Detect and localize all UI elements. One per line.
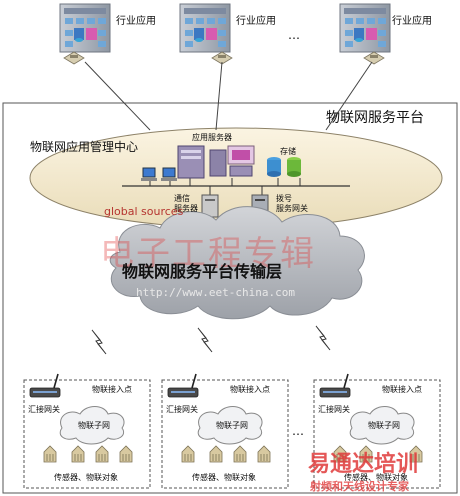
app-server-icon — [177, 145, 255, 179]
subnet-label-3: 物联子网 — [368, 421, 400, 430]
sensor-icon-1a — [43, 445, 57, 463]
sensor-icon-2d — [257, 445, 271, 463]
transport-layer-label: 物联网服务平台传输层 — [122, 262, 283, 281]
router-icon-1 — [29, 373, 61, 398]
gateway-label-3: 汇接网关 — [318, 405, 350, 414]
comm-server-label: 通信 服务器 — [174, 194, 198, 213]
global-sources-watermark: global sources — [104, 205, 184, 218]
router-icon-2 — [167, 373, 199, 398]
app-label-3: 行业应用 — [392, 16, 432, 27]
pc-icon-2 — [161, 167, 177, 181]
app-server-label: 应用服务器 — [192, 133, 232, 142]
objects-label-3: 传感器、物联对象 — [344, 473, 408, 482]
subnet-box-3 — [313, 379, 441, 489]
sensor-icon-2a — [181, 445, 195, 463]
subnet-ellipsis: … — [292, 424, 304, 438]
gateway-label-1: 汇接网关 — [28, 405, 60, 414]
pc-icon-1 — [141, 167, 157, 181]
building-icon-3 — [339, 3, 391, 53]
objects-label-2: 传感器、物联对象 — [192, 473, 256, 482]
wireless-link-icon-2 — [197, 327, 213, 353]
storage-label: 存储 — [280, 147, 296, 156]
platform-frame — [2, 102, 458, 494]
subnet-label-1: 物联子网 — [78, 421, 110, 430]
app-label-1: 行业应用 — [116, 16, 156, 27]
subnet-box-1 — [23, 379, 151, 489]
link-line-1 — [84, 61, 151, 131]
dial-gateway-label: 拨号 服务网关 — [276, 194, 308, 213]
comm-server-icon — [201, 194, 219, 218]
eet-url-watermark: http://www.eet-china.com — [136, 286, 295, 299]
sensor-icon-1d — [119, 445, 133, 463]
terminal-icon-3 — [363, 51, 385, 65]
terminal-icon-1 — [63, 51, 85, 65]
access-point-label-3: 物联接入点 — [382, 385, 422, 394]
app-label-2: 行业应用 — [236, 16, 276, 27]
gateway-label-2: 汇接网关 — [166, 405, 198, 414]
subnet-label-2: 物联子网 — [216, 421, 248, 430]
mgmt-center-label: 物联网应用管理中心 — [30, 140, 139, 154]
training-watermark: 易通达培训 — [308, 452, 419, 477]
wireless-link-icon-3 — [315, 325, 331, 351]
wireless-link-icon-1 — [91, 329, 107, 355]
sensor-icon-2c — [233, 445, 247, 463]
eet-watermark: 电子工程专辑 — [100, 234, 316, 274]
sensor-icon-2b — [209, 445, 223, 463]
sensor-icon-1b — [71, 445, 85, 463]
apps-ellipsis: … — [288, 28, 300, 42]
objects-label-1: 传感器、物联对象 — [54, 473, 118, 482]
transport-cloud — [109, 206, 365, 320]
subnet-box-2 — [161, 379, 289, 489]
storage-icon — [267, 157, 301, 177]
access-point-label-2: 物联接入点 — [230, 385, 270, 394]
subnet-cloud-2 — [197, 406, 263, 445]
access-point-label-1: 物联接入点 — [92, 385, 132, 394]
building-icon-2 — [179, 3, 231, 53]
subnet-cloud-1 — [59, 406, 125, 445]
training-watermark-sub: 射频和天线设计专家 — [310, 480, 409, 493]
link-line-2 — [215, 61, 223, 131]
subnet-cloud-3 — [349, 406, 415, 445]
sensor-icon-1c — [95, 445, 109, 463]
link-line-3 — [325, 61, 373, 131]
router-icon-3 — [319, 373, 351, 398]
building-icon-1 — [59, 3, 111, 53]
platform-title: 物联网服务平台 — [326, 110, 424, 126]
